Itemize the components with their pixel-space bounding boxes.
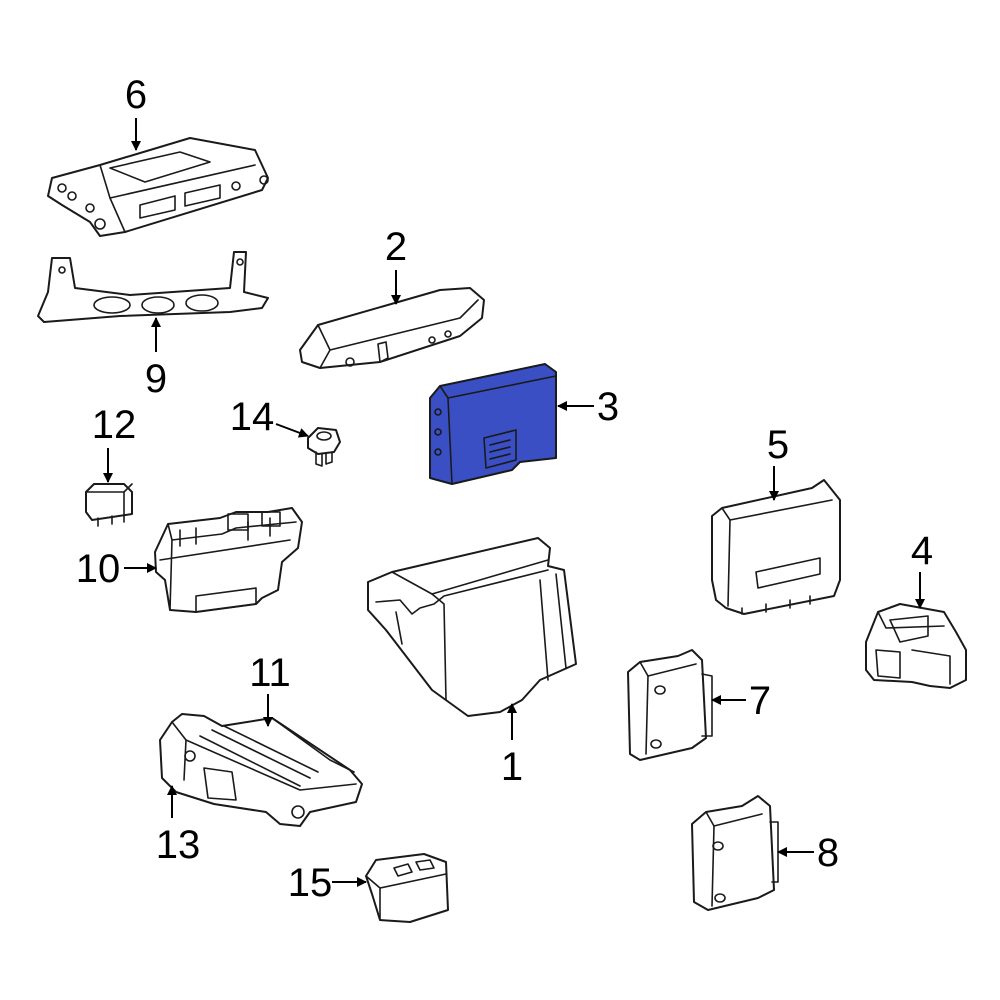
leader-14 <box>275 423 309 438</box>
callout-3: 3 <box>597 385 619 429</box>
part-11-13-fuse-box-assembly[interactable] <box>159 713 363 827</box>
callout-labels: 6 9 2 3 14 12 10 5 4 1 7 11 13 15 8 <box>76 73 933 905</box>
part-4-sensor[interactable] <box>865 603 967 689</box>
callout-10: 10 <box>76 547 121 591</box>
callout-2: 2 <box>385 225 407 269</box>
callout-8: 8 <box>817 831 839 875</box>
callout-4: 4 <box>911 529 933 573</box>
callout-7: 7 <box>749 679 771 723</box>
part-10-fuse-block[interactable] <box>154 507 303 613</box>
callout-12: 12 <box>92 403 137 447</box>
part-1-ecu-housing[interactable] <box>367 537 577 717</box>
callout-5: 5 <box>767 423 789 467</box>
part-7-module[interactable] <box>627 649 713 761</box>
leader-lines <box>103 118 925 887</box>
part-12-relay[interactable] <box>85 483 133 527</box>
callout-6: 6 <box>125 73 147 117</box>
callout-9: 9 <box>145 357 167 401</box>
part-15-relay[interactable] <box>365 853 449 923</box>
callout-14: 14 <box>230 395 275 439</box>
part-2-sensor-module[interactable] <box>299 287 485 369</box>
callout-15: 15 <box>288 861 333 905</box>
part-5-control-unit[interactable] <box>711 479 841 615</box>
callout-11: 11 <box>249 651 291 695</box>
part-8-module[interactable] <box>691 795 779 911</box>
callout-1: 1 <box>501 745 523 789</box>
callout-13: 13 <box>156 823 201 867</box>
part-3-highlighted-ecu[interactable] <box>429 363 557 485</box>
part-6-control-module[interactable] <box>47 137 269 237</box>
part-9-bracket[interactable] <box>37 251 269 323</box>
part-14-switch[interactable] <box>307 427 341 467</box>
